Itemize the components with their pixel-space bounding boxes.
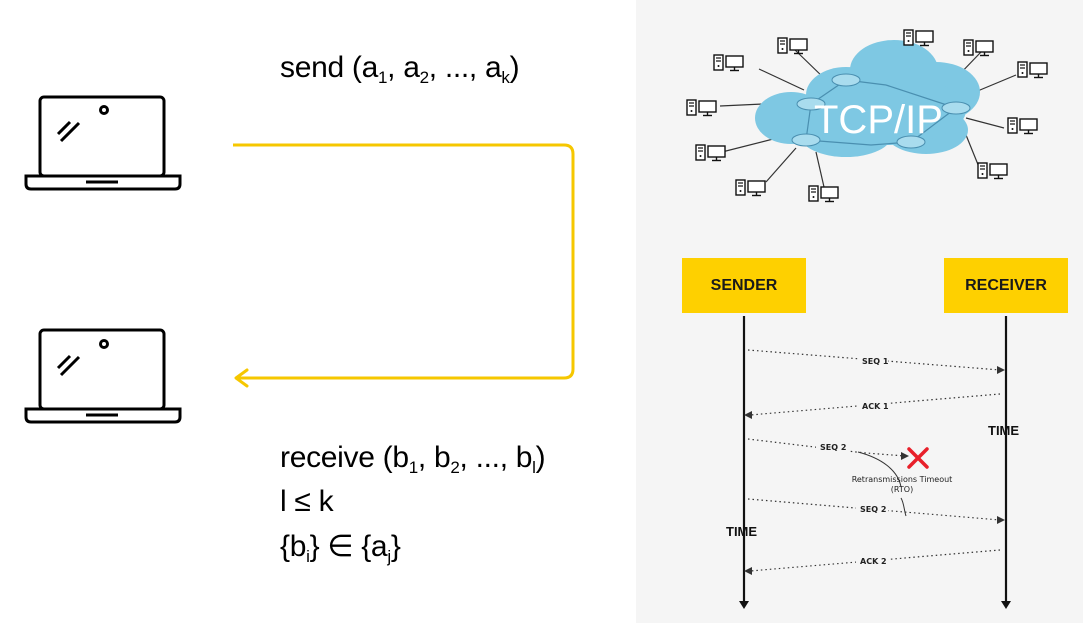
computer-icon <box>963 39 994 57</box>
message-arrows <box>747 349 1001 572</box>
round-trip-arrow <box>233 143 575 388</box>
computer-icon <box>1017 61 1048 79</box>
message-label: SEQ 2 <box>860 505 886 514</box>
message-label: ACK 1 <box>862 402 889 411</box>
tcp-ip-cloud <box>755 40 980 157</box>
computer-icon <box>977 162 1008 180</box>
lifelines <box>742 316 1008 603</box>
sender-time-label: TIME <box>726 524 758 539</box>
computer-icon <box>735 179 766 197</box>
computer-icon <box>713 54 744 72</box>
laptop-icon <box>24 95 182 191</box>
lifeline-end-arrows <box>739 601 1011 609</box>
message-label: SEQ 1 <box>862 357 889 366</box>
computer-icon <box>808 185 839 203</box>
receive-formula: receive (b1, b2, ..., bl) <box>280 441 546 477</box>
right-panel: TCP/IP <box>636 0 1083 623</box>
rto-curve <box>857 451 902 488</box>
computer-icon <box>1007 117 1038 135</box>
tcp-network-diagram: TCP/IP <box>686 29 1048 609</box>
message-label: SEQ 2 <box>820 443 846 452</box>
lost-packet-x-icon <box>907 447 929 469</box>
rto-label: (RTO) <box>891 485 913 494</box>
receiver-box: RECEIVER <box>944 258 1068 313</box>
computer-icon <box>695 144 726 162</box>
cloud-label: TCP/IP <box>814 98 943 142</box>
computer-icon <box>686 99 717 117</box>
rto-curve <box>900 497 907 517</box>
message-arrowheads <box>744 366 1005 575</box>
sender-box: SENDER <box>682 258 806 313</box>
subset-condition: {bi} ∈ {aj} <box>280 530 401 566</box>
send-formula: send (a1, a2, ..., ak) <box>280 51 520 87</box>
message-label: ACK 2 <box>860 557 887 566</box>
laptop-icon <box>24 328 182 424</box>
left-panel: send (a1, a2, ..., ak) receive (b1, b2, … <box>24 51 575 566</box>
computer-icon <box>903 29 934 47</box>
length-condition: l ≤ k <box>280 485 334 518</box>
computer-icon <box>777 37 808 55</box>
cloud-router-nodes <box>791 73 971 149</box>
rto-label: Retransmissions Timeout <box>852 475 953 484</box>
left-diagram <box>24 95 575 424</box>
message-label-masks <box>816 355 890 567</box>
receiver-time-label: TIME <box>988 423 1020 438</box>
